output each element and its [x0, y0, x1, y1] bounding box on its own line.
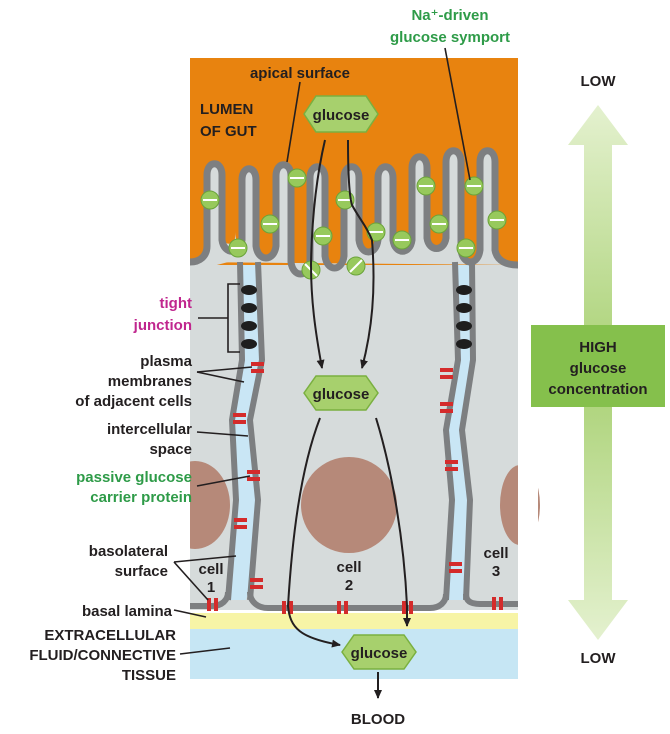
tight-junction-label-line1: tight: [160, 295, 192, 312]
nucleus-clip-right: [518, 440, 538, 570]
nucleus-clip-left: [150, 440, 190, 570]
passive-carrier: [250, 578, 263, 589]
lumen-label-line1: LUMEN: [200, 101, 253, 118]
passive-carrier-group: [207, 362, 503, 614]
symporter: [464, 176, 484, 196]
passive-carrier: [207, 598, 218, 611]
ecf-label-line2: FLUID/CONNECTIVE: [29, 647, 176, 664]
glucose-path-down-right: [375, 417, 411, 627]
symport-label-line1: Na⁺-driven: [411, 7, 488, 24]
symporter: [429, 214, 449, 234]
plasma-label-line2: membranes: [108, 373, 192, 390]
plasma-label-line3: of adjacent cells: [75, 393, 192, 410]
glucose-path-right: [347, 139, 375, 369]
basal-membrane-cell2: [247, 591, 449, 611]
symporter: [366, 222, 386, 242]
ecf-label-line1: EXTRACELLULAR: [44, 627, 176, 644]
high-label-line1: HIGH: [579, 339, 617, 356]
symporter: [456, 238, 476, 258]
low-bottom-label: LOW: [581, 650, 617, 667]
symporter: [228, 238, 248, 258]
plasma-label-line1: plasma: [140, 353, 192, 370]
tight-junction-label-line2: junction: [133, 317, 192, 334]
passive-carrier: [234, 518, 247, 529]
pointer-lines: [173, 47, 471, 655]
symporter: [346, 256, 366, 276]
passive-carrier: [440, 368, 453, 379]
intercellular-label-line2: space: [149, 441, 192, 458]
glucose-bottom-molecule: glucose: [341, 634, 417, 670]
ecf-label-line3: TISSUE: [122, 667, 176, 684]
passive-carrier: [247, 470, 260, 481]
glucose-bottom-label: glucose: [351, 645, 408, 662]
passive-carrier-label-line1: passive glucose: [76, 469, 192, 486]
passive-carrier: [440, 402, 453, 413]
passive-carrier: [402, 601, 413, 614]
symporter: [260, 214, 280, 234]
low-top-label: LOW: [581, 73, 617, 90]
passive-carrier: [449, 562, 462, 573]
symport-label-line2: glucose symport: [390, 29, 510, 46]
glucose-top-molecule: glucose: [303, 95, 379, 133]
intercellular-label-line1: intercellular: [107, 421, 192, 438]
glucose-middle-label: glucose: [313, 386, 370, 403]
passive-carrier: [492, 597, 503, 610]
tight-junction-1-2: [241, 285, 257, 349]
high-concentration-box: [531, 325, 665, 407]
basal-lamina-band: [190, 613, 518, 629]
lumen-label-line2: OF GUT: [200, 123, 257, 140]
symporter: [287, 168, 307, 188]
basolateral-label-line1: basolateral: [89, 543, 168, 560]
cell3-label-line2: 3: [492, 563, 500, 580]
basolateral-label-line2: surface: [115, 563, 168, 580]
symporter: [487, 210, 507, 230]
symporter: [392, 230, 412, 250]
symporter-group: [200, 168, 507, 280]
glucose-middle-molecule: glucose: [303, 375, 379, 411]
glucose-path-down-left: [286, 417, 341, 648]
lateral-membrane-1-2b: [247, 261, 265, 601]
passive-carrier-label-line2: carrier protein: [90, 489, 192, 506]
glucose-path-left: [309, 139, 326, 369]
passive-carrier: [337, 601, 348, 614]
glucose-paths: [286, 139, 411, 699]
concentration-gradient-arrow: HIGH glucose concentration LOW LOW: [531, 73, 665, 667]
tight-junction-2-3: [456, 285, 472, 349]
passive-carrier: [445, 460, 458, 471]
blood-label: BLOOD: [351, 711, 405, 728]
symporter: [416, 176, 436, 196]
cell1-label-line2: 1: [207, 579, 215, 596]
nucleus-cell2: [301, 457, 397, 553]
basal-lamina-label: basal lamina: [82, 603, 173, 620]
passive-carrier: [282, 601, 293, 614]
passive-carrier: [251, 362, 264, 373]
basal-membrane-cell3: [463, 593, 518, 607]
cell2-label-line2: 2: [345, 577, 353, 594]
basal-membrane-cell1: [190, 591, 231, 609]
lateral-membrane-2-3b: [459, 261, 476, 601]
high-label-line2: glucose: [570, 360, 627, 377]
cell1-label-line1: cell: [198, 561, 223, 578]
symporter: [313, 226, 333, 246]
apical-membrane: [189, 147, 519, 278]
symporter: [200, 190, 220, 210]
high-label-line3: concentration: [548, 381, 647, 398]
cell3-label-line1: cell: [483, 545, 508, 562]
passive-carrier: [233, 413, 246, 424]
apical-surface-label: apical surface: [250, 65, 350, 82]
cell2-label-line1: cell: [336, 559, 361, 576]
glucose-top-label: glucose: [313, 107, 370, 124]
